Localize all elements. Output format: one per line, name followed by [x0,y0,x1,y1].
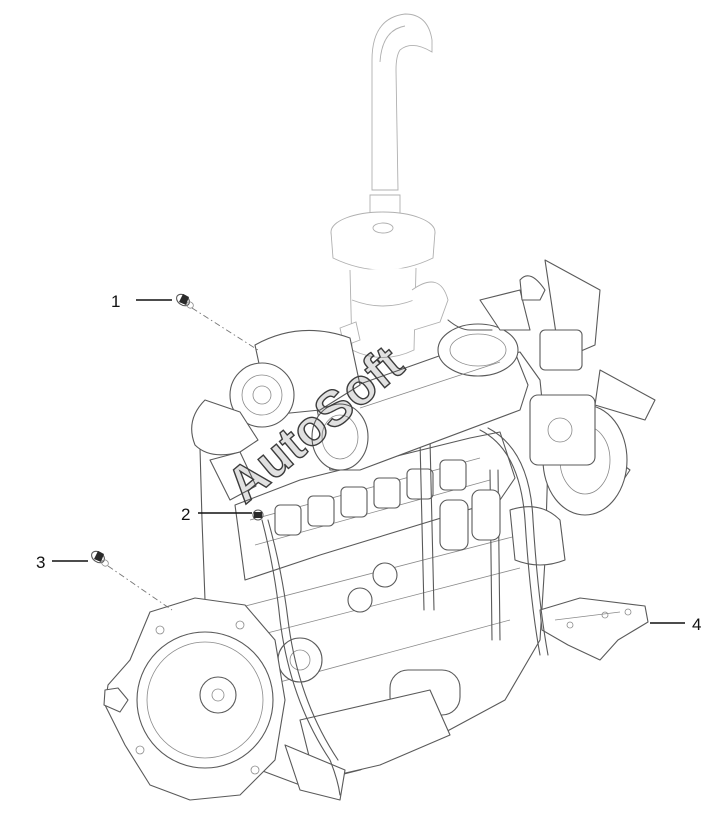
muffler [311,323,529,471]
engine-mount-bracket [539,597,649,661]
assembly-line-1 [191,307,259,351]
exhaust-stack [369,13,433,226]
cooling-fan [479,259,656,566]
engine-block [199,351,549,801]
wiring-harness [261,319,549,796]
callout-1: 1 [111,292,120,311]
callout-4: 4 [692,615,701,634]
callout-3: 3 [36,553,45,572]
air-filter [330,211,449,358]
assembly-line-3 [107,565,173,611]
turbocharger [191,329,361,501]
flywheel-housing [103,597,286,801]
callout-2: 2 [181,505,190,524]
part-1-plug-icon [176,293,194,309]
part-2-sensor-icon [252,509,264,521]
part-3-plug-icon [91,550,109,567]
